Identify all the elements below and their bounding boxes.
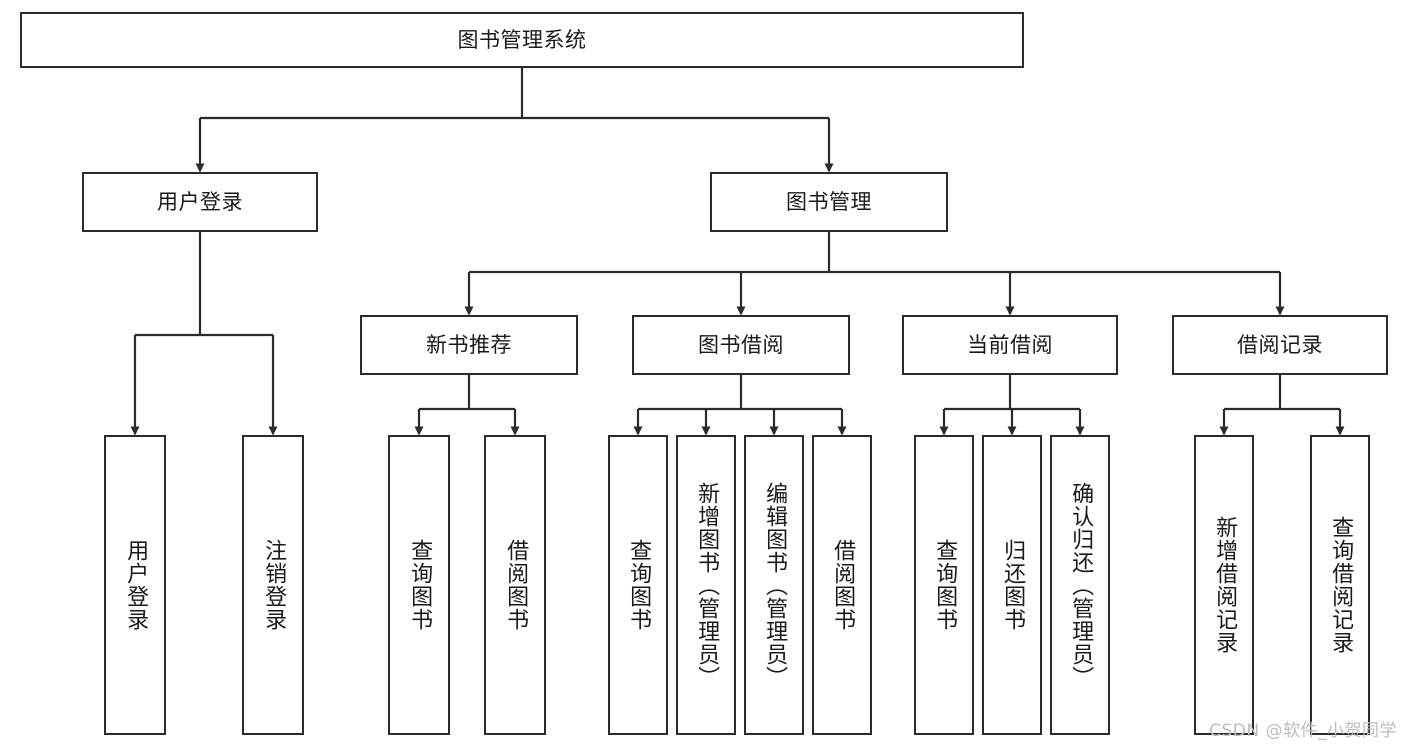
node-label: 查询图书: [407, 539, 433, 631]
node-leaf12[interactable]: 新增借阅记录: [1194, 435, 1254, 735]
node-l1b[interactable]: 图书管理: [710, 172, 948, 232]
node-leaf4[interactable]: 借阅图书: [484, 435, 546, 735]
node-label: 编辑图书（管理员）: [762, 481, 788, 689]
node-label: 借阅图书: [503, 539, 529, 631]
node-leaf9[interactable]: 查询图书: [914, 435, 974, 735]
node-l2c[interactable]: 当前借阅: [902, 315, 1118, 375]
node-leaf2[interactable]: 注销登录: [242, 435, 304, 735]
node-label: 用户登录: [123, 539, 149, 631]
node-label: 查询图书: [626, 539, 652, 631]
node-leaf5[interactable]: 查询图书: [608, 435, 668, 735]
node-leaf6[interactable]: 新增图书（管理员）: [676, 435, 736, 735]
node-label: 新书推荐: [426, 332, 512, 357]
node-leaf10[interactable]: 归还图书: [982, 435, 1042, 735]
node-leaf1[interactable]: 用户登录: [104, 435, 166, 735]
node-label: 新增借阅记录: [1212, 516, 1238, 654]
node-l2a[interactable]: 新书推荐: [360, 315, 578, 375]
node-l2b[interactable]: 图书借阅: [632, 315, 850, 375]
node-label: 归还图书: [1000, 539, 1026, 631]
node-label: 用户登录: [157, 189, 243, 214]
node-label: 图书借阅: [698, 332, 784, 357]
node-leaf3[interactable]: 查询图书: [388, 435, 450, 735]
node-leaf11[interactable]: 确认归还（管理员）: [1050, 435, 1110, 735]
node-leaf7[interactable]: 编辑图书（管理员）: [744, 435, 804, 735]
edge-group: [130, 68, 1345, 436]
node-label: 借阅记录: [1237, 332, 1323, 357]
watermark-text: CSDN @软件_小贺同学: [1209, 721, 1397, 741]
node-root[interactable]: 图书管理系统: [20, 12, 1024, 68]
node-label: 当前借阅: [967, 332, 1053, 357]
node-l1a[interactable]: 用户登录: [82, 172, 318, 232]
node-label: 借阅图书: [830, 539, 856, 631]
node-label: 确认归还（管理员）: [1068, 481, 1094, 689]
node-label: 新增图书（管理员）: [694, 481, 720, 689]
node-leaf8[interactable]: 借阅图书: [812, 435, 872, 735]
node-label: 查询借阅记录: [1328, 516, 1354, 654]
node-label: 注销登录: [261, 539, 287, 631]
node-leaf13[interactable]: 查询借阅记录: [1310, 435, 1370, 735]
node-l2d[interactable]: 借阅记录: [1172, 315, 1388, 375]
node-label: 图书管理系统: [457, 27, 587, 52]
node-label: 图书管理: [786, 189, 872, 214]
node-label: 查询图书: [932, 539, 958, 631]
